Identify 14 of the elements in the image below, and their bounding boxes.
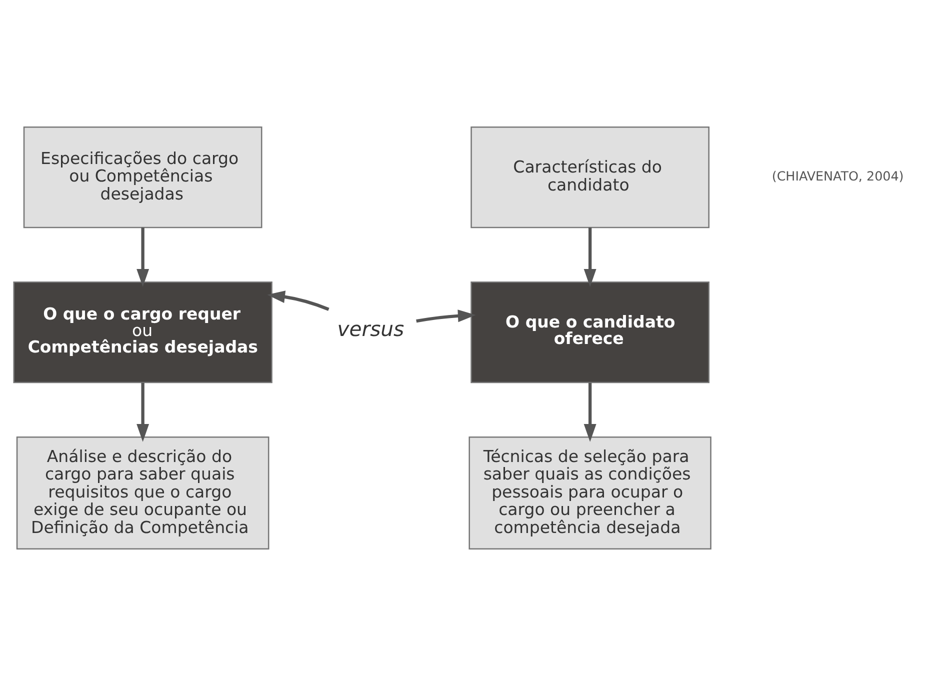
node-box: Características do candidato	[470, 126, 710, 228]
arrow	[267, 290, 330, 310]
node-box: Análise e descrição do cargo para saber quais requisitos que o cargo exige de seu ocupante ou Definição da Competência	[16, 436, 270, 550]
node-box: Especificações do cargo ou Competências desejadas	[23, 126, 262, 228]
node-box: Técnicas de seleção para saber quais as condições pessoais para ocupar o cargo ou preencher a competência desejada	[468, 436, 712, 550]
node-box: O que o cargo requer ou Competências desejadas	[13, 280, 272, 383]
node-box: O que o candidato oferece	[470, 280, 710, 383]
node-text: versus	[337, 316, 404, 340]
label: (CHIAVENATO, 2004)	[772, 168, 904, 183]
arrow	[416, 309, 476, 322]
arrow	[584, 227, 596, 286]
arrow	[136, 227, 150, 286]
arrow	[584, 382, 596, 442]
arrow	[136, 382, 150, 442]
